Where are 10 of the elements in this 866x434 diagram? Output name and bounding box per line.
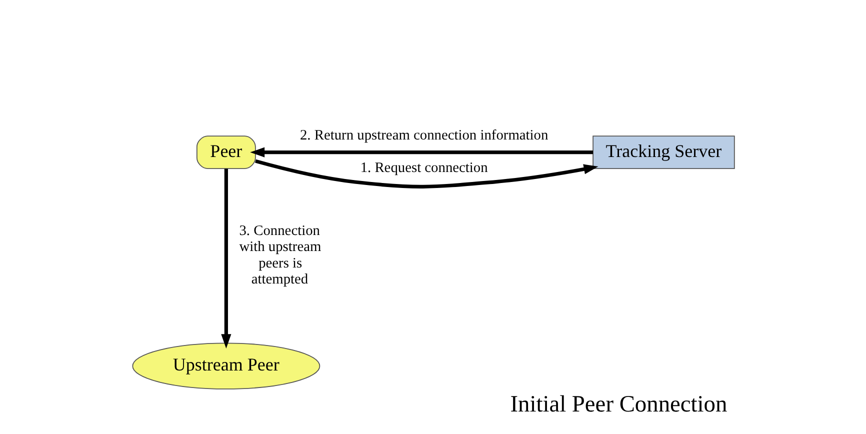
edge-label: 1. Request connection	[360, 160, 488, 176]
edge-label: 3. Connection with upstream peers is attempted	[238, 222, 321, 288]
node-box: Tracking Server	[592, 136, 734, 169]
node-box: Peer	[196, 136, 256, 169]
arrow	[250, 147, 592, 158]
arrow	[254, 159, 598, 188]
edge-label: 2. Return upstream connection information	[300, 128, 548, 144]
arrow	[220, 168, 231, 349]
node-ellipse: Upstream Peer	[132, 342, 320, 390]
diagram-title: Initial Peer Connection	[510, 391, 727, 418]
